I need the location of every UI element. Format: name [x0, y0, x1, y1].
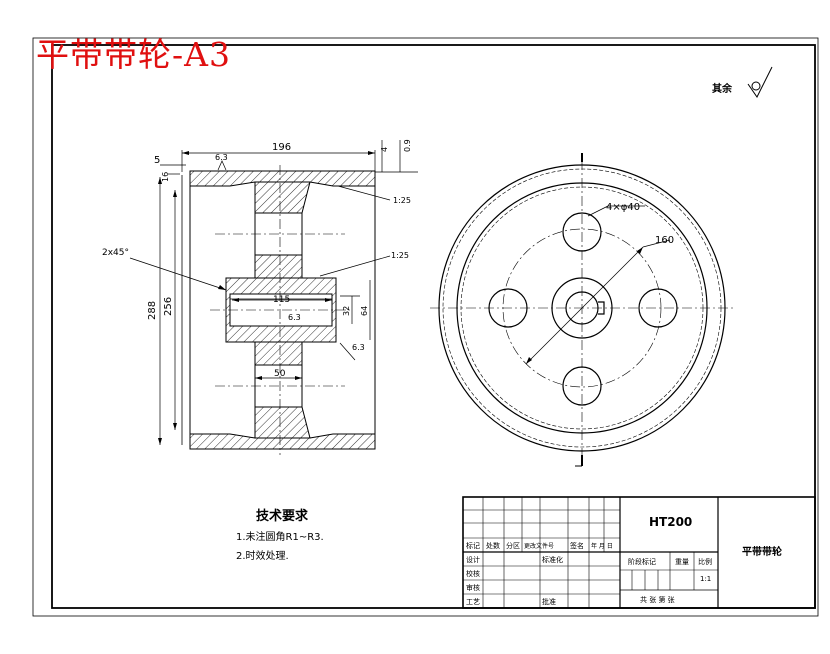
tb-date: 年 月 日 — [591, 543, 613, 550]
keyway — [598, 301, 605, 315]
tb-count: 处数 — [486, 542, 500, 550]
end-view — [430, 153, 735, 467]
dim-4: 4 — [380, 147, 389, 152]
dim-50: 50 — [274, 369, 286, 379]
tb-sheets: 共 张 第 张 — [640, 596, 675, 604]
dim-16: 16 — [161, 172, 170, 182]
dim-ra-right: 6.3 — [352, 343, 365, 352]
tech-line-1: 1.未注圆角R1~R3. — [236, 532, 324, 543]
dim-32: 32 — [342, 306, 351, 316]
material-label: HT200 — [649, 515, 693, 529]
sheet-title: 平带带轮-A3 — [36, 35, 231, 74]
dim-288: 288 — [147, 301, 158, 320]
dim-ra-top: 6.3 — [215, 153, 228, 162]
dim-holes: 4×φ40 — [606, 202, 640, 213]
dim-slope-2: 1:25 — [391, 251, 409, 260]
tech-requirements: 技术要求 1.未注圆角R1~R3. 2.时效处理. — [236, 505, 324, 562]
dim-196: 196 — [272, 142, 291, 153]
dim-09: 0.9 — [403, 139, 412, 152]
tech-line-2: 2.时效处理. — [236, 551, 289, 562]
tb-scale-value: 1:1 — [700, 575, 712, 583]
tb-change-doc: 更改文件号 — [524, 543, 555, 550]
tb-review: 审核 — [466, 584, 480, 592]
dim-256: 256 — [163, 297, 174, 316]
dim-slope-1: 1:25 — [393, 196, 411, 205]
title-block — [462, 496, 816, 609]
tb-craft: 工艺 — [466, 598, 480, 606]
section-dimensions: 196 5 16 6.3 4 0.9 2x45° 288 256 115 6.3… — [102, 139, 412, 379]
roughness-note: 其余 — [712, 84, 732, 95]
tb-standardize: 标准化 — [542, 556, 563, 564]
dim-ra-hub: 6.3 — [288, 313, 301, 322]
end-view-dimensions: 4×φ40 160 — [606, 202, 674, 246]
tb-ratio: 比例 — [698, 558, 712, 566]
dim-5: 5 — [154, 155, 160, 166]
inner-border — [51, 44, 816, 609]
tech-heading: 技术要求 — [256, 509, 309, 524]
tb-signature: 签名 — [570, 542, 584, 550]
section-view — [129, 140, 418, 455]
dim-chamfer: 2x45° — [102, 248, 129, 258]
tb-mark: 标记 — [466, 542, 480, 550]
tb-zone: 分区 — [506, 542, 520, 550]
tb-weight: 重量 — [675, 558, 689, 566]
tb-stage-mark: 阶段标记 — [628, 558, 656, 566]
tb-design: 设计 — [466, 556, 480, 564]
dim-pcd: 160 — [655, 235, 674, 246]
tb-approve: 批准 — [542, 598, 556, 606]
dim-64: 64 — [360, 306, 369, 316]
tb-proofread: 校核 — [466, 570, 480, 578]
part-name-label: 平带带轮 — [742, 547, 782, 558]
outer-border — [32, 37, 819, 617]
dim-115: 115 — [273, 295, 290, 305]
roughness-symbol — [747, 66, 773, 98]
